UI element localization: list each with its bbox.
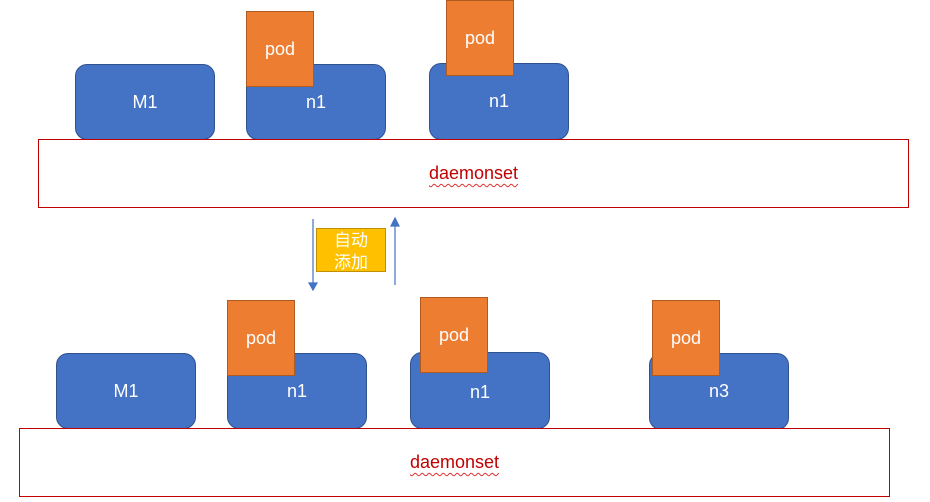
- node-label: n1: [305, 91, 327, 112]
- bottom-pod-3: pod: [652, 300, 720, 376]
- badge-line-2: 添加: [334, 253, 368, 273]
- node-label: n3: [708, 381, 730, 401]
- pod-label: pod: [670, 327, 702, 348]
- top-node-m1: M1: [75, 64, 215, 140]
- top-daemonset: daemonset: [38, 139, 909, 208]
- node-label: n1: [286, 380, 308, 401]
- bottom-node-m1: M1: [56, 353, 196, 429]
- top-pod-1: pod: [246, 11, 314, 87]
- down-arrow-head: [307, 282, 319, 292]
- bottom-pod-1: pod: [227, 300, 295, 376]
- pod-label: pod: [245, 327, 277, 348]
- pod-label: pod: [264, 38, 296, 59]
- node-label: n1: [488, 91, 510, 111]
- node-label: M1: [113, 380, 139, 401]
- up-arrow-head: [390, 216, 400, 227]
- badge-line-1: 自动: [334, 231, 368, 251]
- daemonset-label: daemonset: [428, 163, 519, 183]
- bottom-pod-2: pod: [420, 297, 488, 373]
- daemonset-label: daemonset: [409, 452, 500, 472]
- pod-label: pod: [438, 324, 470, 345]
- pod-label: pod: [464, 27, 496, 48]
- node-label: n1: [469, 382, 491, 402]
- node-label: M1: [132, 91, 158, 112]
- bottom-daemonset: daemonset: [19, 428, 890, 497]
- auto-add-badge: 自动 添加: [316, 228, 386, 273]
- top-pod-2: pod: [446, 0, 514, 76]
